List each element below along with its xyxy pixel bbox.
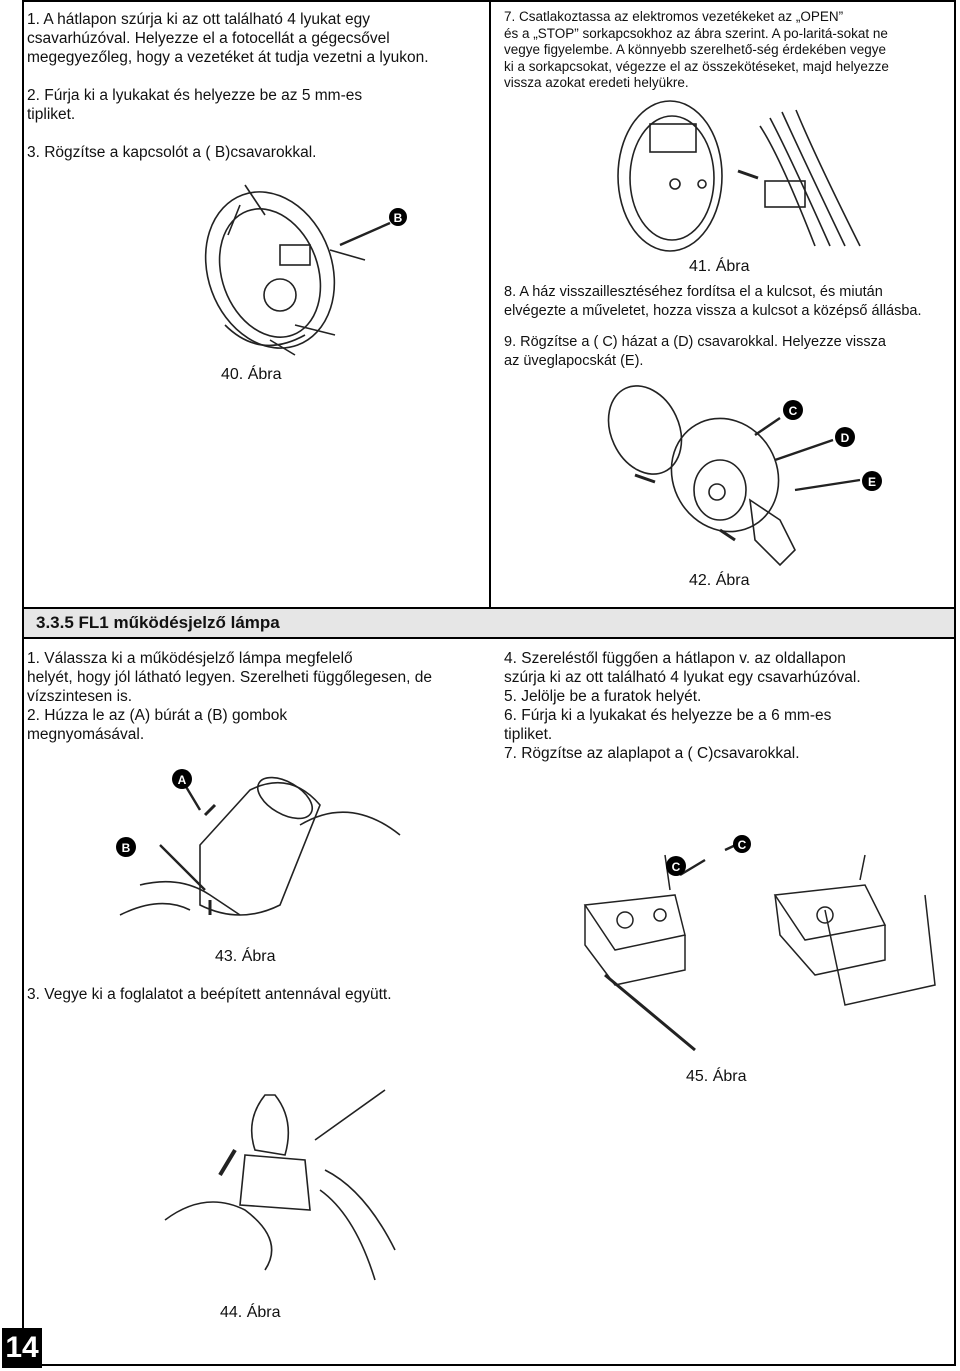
label-e: E (868, 475, 876, 489)
page-frame (22, 0, 956, 1366)
figure-42-drawing: C D E (607, 385, 882, 567)
figure-44-caption: 44. Ábra (220, 1304, 281, 1321)
label-a: A (178, 773, 187, 787)
step-1-line-1: 1. A hátlapon szúrja ki az ott található… (27, 11, 370, 28)
figure-40-drawing: B (204, 184, 407, 356)
fl1-step-4-line-2: szúrja ki az ott található 4 lyukat egy … (504, 669, 861, 686)
fl1-step-3: 3. Vegye ki a foglalatot a beépített ant… (27, 986, 392, 1003)
fl1-step-6-line-2: tipliket. (504, 726, 553, 743)
figure-43-caption: 43. Ábra (215, 948, 276, 965)
step-1-line-2: csavarhúzóval. Helyezze el a fotocellát … (27, 30, 390, 47)
step-9-line-1: 9. Rögzítse a ( C) házat a (D) csavarokk… (504, 334, 886, 350)
label-b: B (394, 211, 403, 225)
step-9-line-2: az üveglapocskát (E). (504, 353, 644, 369)
fl1-step-7: 7. Rögzítse az alaplapot a ( C)csavarokk… (504, 745, 800, 762)
fl1-step-1-line-1: 1. Válassza ki a működésjelző lámpa megf… (27, 650, 353, 667)
label-c3: C (738, 838, 747, 852)
step-7-line-2: és a „STOP” sorkapcsokhoz az ábra szerin… (504, 25, 888, 41)
page-number: 14 (2, 1328, 42, 1368)
step-1-line-3: megegyezőleg, hogy a vezetéket át tudja … (27, 49, 429, 66)
fl1-step-6-line-1: 6. Fúrja ki a lyukakat és helyezze be a … (504, 707, 832, 724)
step-2-line-1: 2. Fúrja ki a lyukakat és helyezze be az… (27, 87, 363, 104)
step-2-line-2: tipliket. (27, 106, 76, 123)
step-3: 3. Rögzítse a kapcsolót a ( B)csavarokka… (27, 144, 317, 161)
figure-42-caption: 42. Ábra (689, 572, 750, 589)
step-8-line-2: elvégezte a műveletet, hozza vissza a ku… (504, 303, 922, 319)
section-header: 3.3.5 FL1 működésjelző lámpa (24, 609, 954, 639)
figure-41-drawing (617, 100, 861, 252)
fl1-step-1-line-2: helyét, hogy jól látható legyen. Szerelh… (27, 669, 433, 686)
step-7-line-3: vegye figyelembe. A könnyebb szerelhető-… (504, 42, 887, 57)
step-7-line-4: ki a sorkapcsokat, végezze el az összekö… (504, 58, 889, 74)
fl1-step-2-line-1: 2. Húzza le az (A) búrát a (B) gombok (27, 707, 288, 724)
figure-45-caption: 45. Ábra (686, 1068, 747, 1085)
step-7-line-5: vissza azokat eredeti helyükre. (504, 75, 689, 90)
label-d: D (841, 431, 850, 445)
fl1-step-1-line-3: vízszintesen is. (27, 688, 133, 705)
figure-43-drawing: A B (116, 769, 401, 916)
fl1-step-5: 5. Jelölje be a furatok helyét. (504, 688, 702, 705)
figure-40-caption: 40. Ábra (221, 366, 282, 383)
label-b2: B (122, 841, 131, 855)
section-title: 3.3.5 FL1 működésjelző lámpa (36, 613, 280, 632)
step-8-line-1: 8. A ház visszaillesztéséhez fordítsa el… (504, 284, 883, 300)
column-divider (489, 0, 491, 607)
top-border (22, 0, 956, 2)
fl1-step-2-line-2: megnyomásával. (27, 726, 145, 743)
label-c: C (789, 404, 798, 418)
section-divider (22, 607, 956, 609)
fl1-step-4-line-1: 4. Szereléstől függően a hátlapon v. az … (504, 650, 846, 667)
label-c2: C (672, 860, 681, 874)
figure-44-drawing (164, 1089, 396, 1281)
figure-41-caption: 41. Ábra (689, 258, 750, 275)
figure-45-drawing: C C (583, 835, 936, 1052)
step-7-line-1: 7. Csatlakoztassa az elektromos vezetéke… (504, 9, 844, 24)
